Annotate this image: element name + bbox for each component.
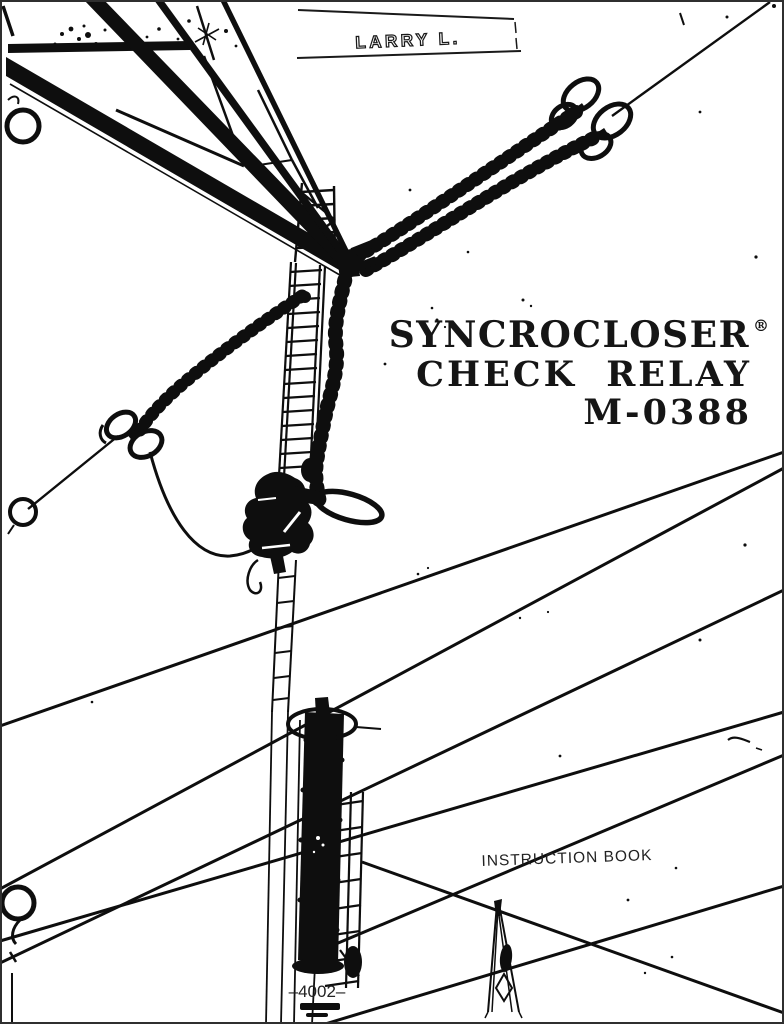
middle-insulator-string [308, 262, 355, 513]
distant-tower [484, 899, 523, 1019]
string-junction [336, 248, 363, 278]
bushing-column [286, 697, 382, 1017]
scan-speckles [53, 4, 776, 975]
corona-ring-worker [313, 488, 385, 526]
figure-number: –4002– [289, 982, 346, 1001]
title-line-3: M-0388 [583, 392, 752, 433]
stamp-text: LARRY L. [355, 29, 461, 53]
ladder-foot-blob [344, 946, 362, 978]
jumper-wire-top-right [611, 1, 771, 117]
registered-mark-icon: ® [753, 316, 769, 335]
binder-hole-middle [7, 497, 38, 535]
title-line-2: CHECK RELAY [416, 354, 752, 395]
left-insulator-string [128, 289, 311, 441]
lineworker-silhouette [242, 458, 322, 574]
conductor-wires [0, 450, 784, 1024]
corona-rings-upper [548, 76, 634, 161]
tower-crossarm-beams [6, 0, 354, 279]
binder-hole-top [1, 5, 42, 145]
title-block: SYNCROCLOSER ® CHECK RELAY M-0388 [389, 314, 769, 433]
upper-insulator-strings [350, 103, 608, 277]
bushing-grading-ring [286, 707, 358, 741]
title-line-1: SYNCROCLOSER [389, 314, 750, 356]
guy-wire-left [27, 435, 119, 510]
rubber-stamp: LARRY L. [296, 9, 522, 59]
instruction-book-label: INSTRUCTION BOOK [481, 847, 653, 870]
